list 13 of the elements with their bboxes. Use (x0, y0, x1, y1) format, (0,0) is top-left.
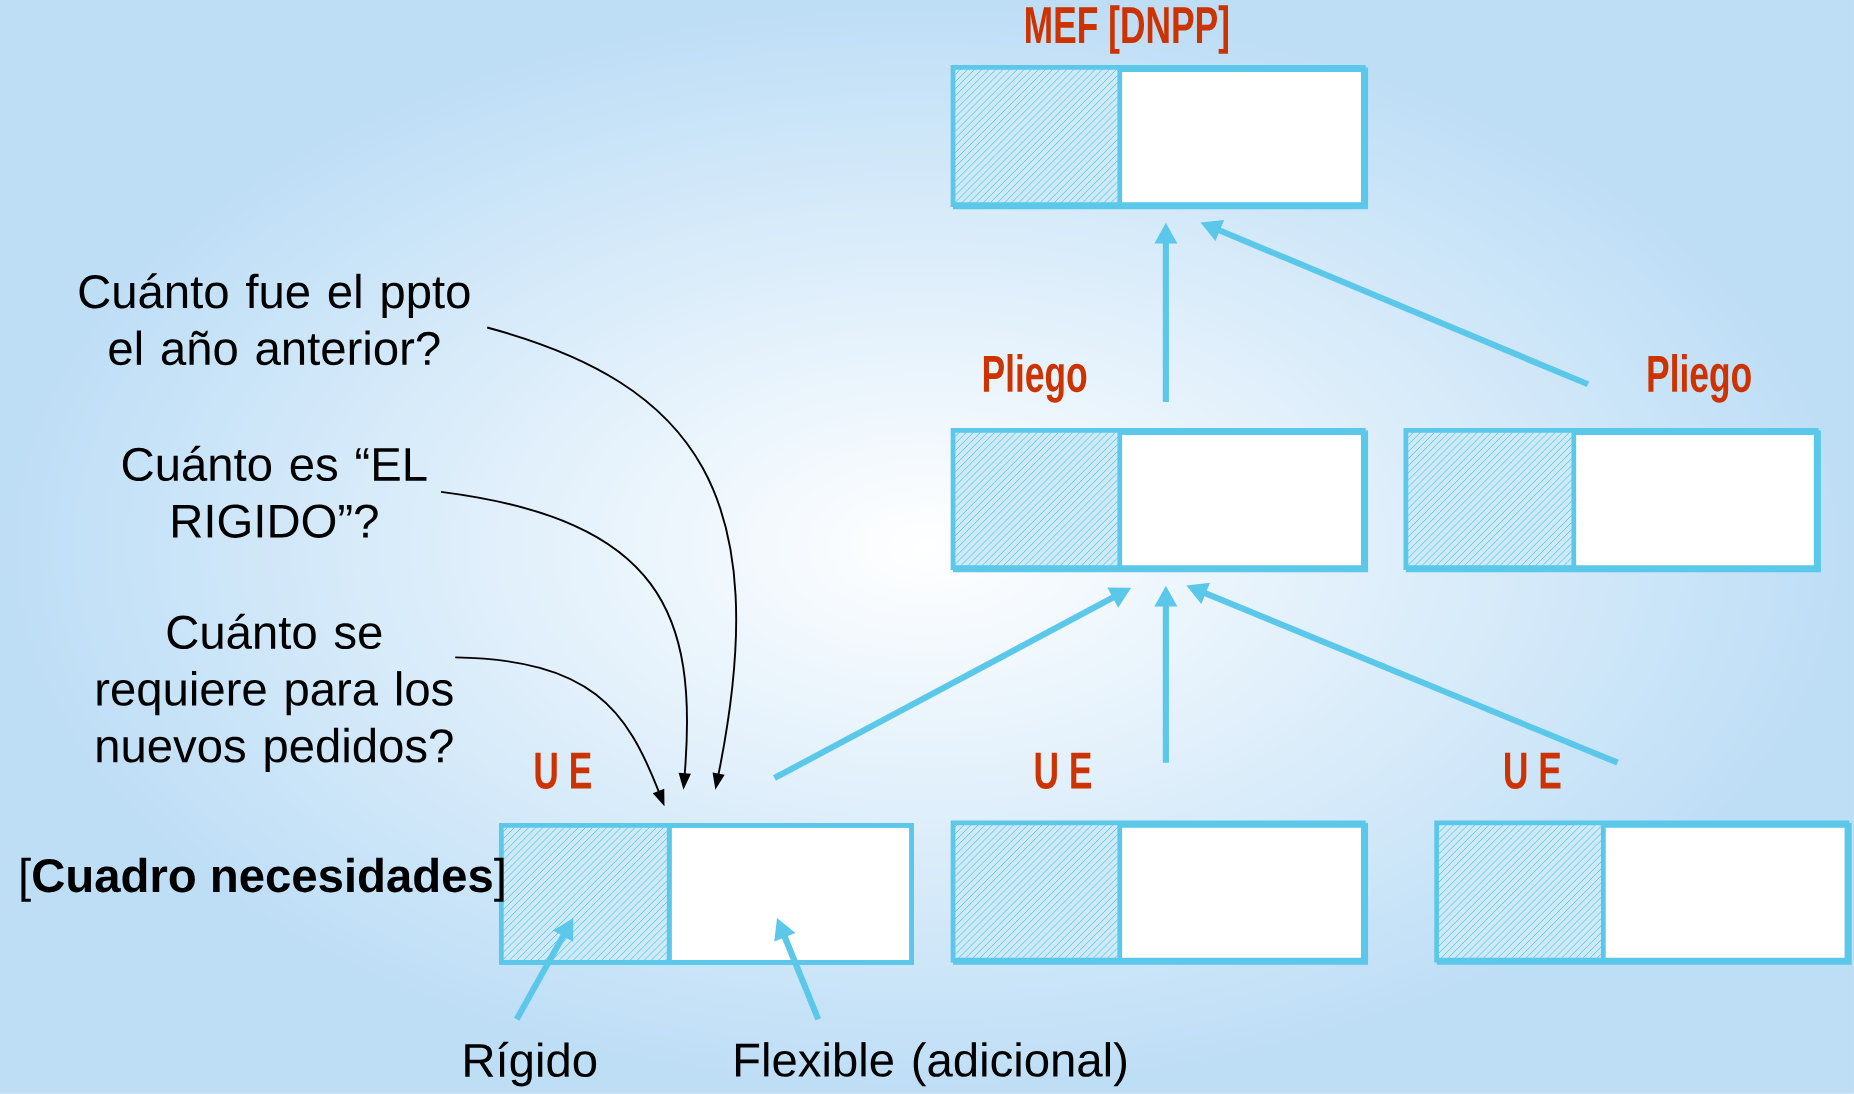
box-heading: MEF [DNPP] (1026, 5, 1228, 54)
side-label: [Cuadro necesidades] (21, 857, 504, 902)
part-label: Flexible (adicional) (736, 1042, 1126, 1087)
box-heading: Pliego (983, 354, 1087, 403)
box-heading: U E (1505, 752, 1561, 790)
question-text: Cuánto fue el ppto el año anterior? (79, 273, 470, 366)
part-label: Rígido (465, 1042, 597, 1087)
question-text: Cuánto es “EL RIGIDO”? (122, 446, 427, 538)
plain-panel (666, 823, 914, 965)
box-heading: U E (1035, 752, 1092, 790)
box-heading: U E (535, 752, 591, 790)
box-heading: Pliego (1648, 354, 1751, 403)
question-text: Cuánto se requiere para los nuevos pedidos? (97, 613, 453, 773)
